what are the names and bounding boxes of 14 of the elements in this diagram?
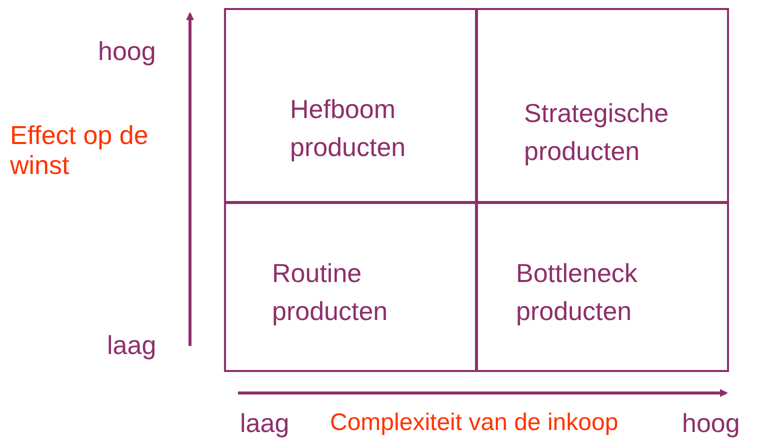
axis-tick-label: laag — [240, 408, 290, 438]
axis-tick-label: hoog — [98, 36, 156, 66]
quadrant-label: Routine producten — [272, 257, 389, 328]
matrix-quadrant — [224, 8, 477, 203]
axis-tick-label: laag — [107, 330, 156, 360]
quadrant-label: Strategische producten — [524, 97, 670, 168]
matrix-quadrant — [476, 8, 729, 203]
axis-tick-label: hoog — [682, 408, 740, 438]
axis-title: Complexiteit van de inkoop — [330, 408, 618, 438]
matrix-quadrant — [224, 202, 477, 372]
quadrant-label: Bottleneck producten — [516, 257, 638, 328]
axis-title: Effect op de winst — [10, 120, 150, 180]
matrix-quadrant — [476, 202, 729, 372]
quadrant-label: Hefboom producten — [290, 93, 407, 164]
